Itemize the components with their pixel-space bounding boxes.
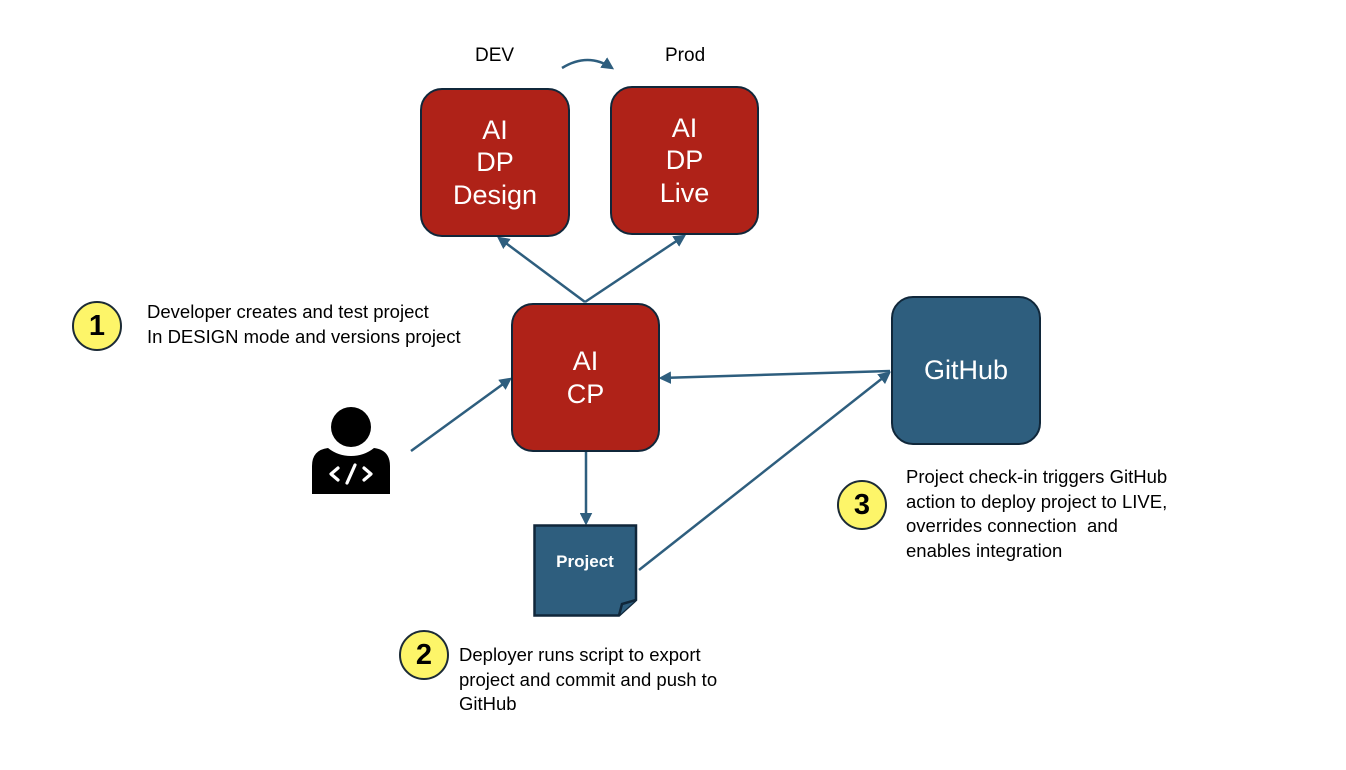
ai-dp-design-line-1: AI — [482, 114, 508, 145]
step-3-line-1: Project check-in triggers GitHub — [906, 466, 1168, 487]
step-2-line-2: project and commit and push to — [459, 668, 718, 690]
step-2-line-1: Deployer runs script to export — [459, 644, 701, 665]
arrow-developer-to-cp — [410, 377, 513, 453]
step-2-badge: 2 — [399, 630, 449, 680]
step-3-line-2: action to deploy project to LIVE, — [906, 490, 1168, 512]
step-2-line-3: GitHub — [459, 693, 517, 714]
step-3-badge: 3 — [837, 480, 887, 530]
developer-code-person-icon — [312, 407, 390, 494]
step-3-line-3: overrides connection and — [906, 515, 1118, 536]
step-2-description: Deployer runs script to export project a… — [459, 643, 717, 717]
arrow-project-to-github — [638, 371, 891, 571]
arrow-cp-to-design — [496, 236, 586, 304]
arrow-dev-to-prod — [561, 57, 615, 70]
arrow-github-to-cp — [658, 369, 891, 384]
github-label: GitHub — [923, 355, 1009, 386]
github-node[interactable]: GitHub — [891, 296, 1041, 445]
ai-cp-line-2: CP — [566, 378, 605, 409]
ai-dp-design-line-3: Design — [452, 179, 538, 210]
dev-environment-label: DEV — [475, 45, 515, 66]
prod-environment-label: Prod — [665, 45, 706, 66]
step-3-description: Project check-in triggers GitHub action … — [906, 465, 1167, 563]
step-1-line-2: In DESIGN mode and versions project — [147, 325, 461, 347]
step-1-description: Developer creates and test project In DE… — [147, 300, 461, 349]
ai-cp-node[interactable]: AI CP — [511, 303, 660, 452]
folded-corner-icon — [617, 598, 637, 616]
ai-dp-live-line-1: AI — [671, 112, 698, 143]
step-3-line-4: enables integration — [906, 539, 1063, 561]
step-1-badge: 1 — [72, 301, 122, 351]
ai-dp-live-line-3: Live — [659, 177, 710, 208]
step-1-line-1: Developer creates and test project — [147, 301, 429, 322]
project-label: Project — [556, 552, 614, 571]
arrow-cp-to-live — [584, 234, 687, 304]
ai-dp-design-line-2: DP — [476, 147, 514, 178]
ai-dp-design-node[interactable]: AI DP Design — [420, 88, 570, 237]
ai-cp-line-1: AI — [572, 346, 599, 377]
ai-dp-live-line-2: DP — [665, 145, 704, 176]
ai-dp-live-node[interactable]: AI DP Live — [610, 86, 759, 235]
project-document-node[interactable] — [533, 524, 639, 617]
